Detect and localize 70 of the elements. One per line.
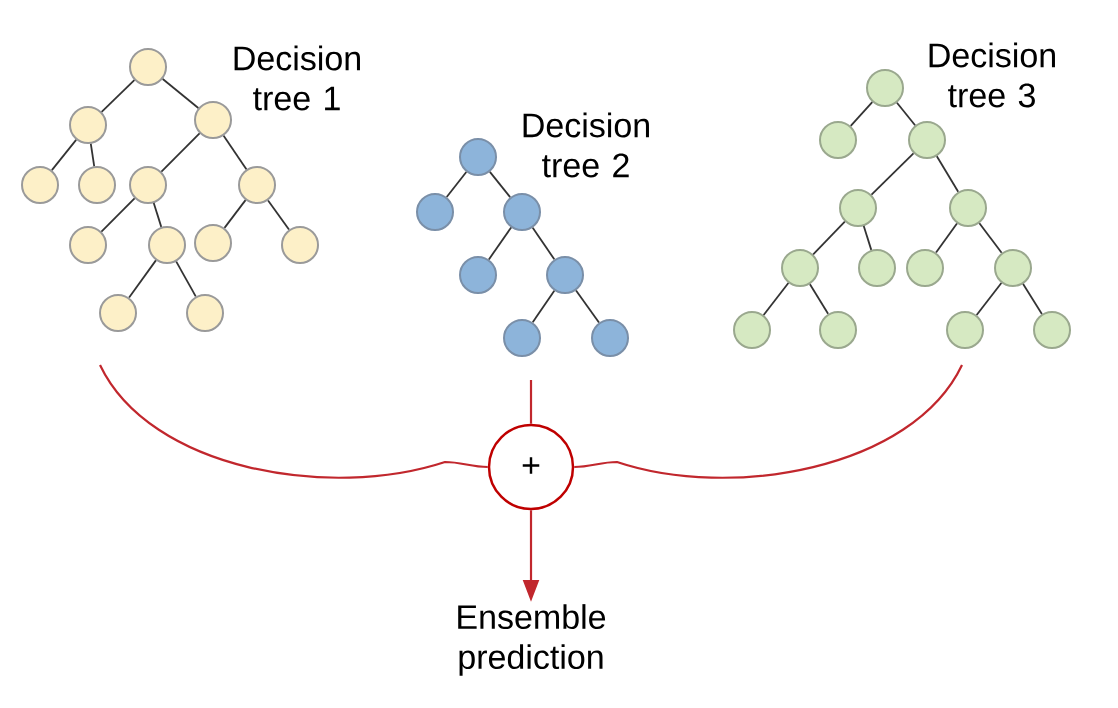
tree-node [994, 249, 1032, 287]
tree-title: Decision tree 1 [234, 45, 360, 111]
tree-node [99, 294, 137, 332]
tree-node [503, 193, 541, 231]
tree-node [908, 121, 946, 159]
tree-branch-line [445, 171, 468, 198]
tree-node [866, 69, 904, 107]
tree-branch-line [100, 197, 136, 233]
tree-node [781, 249, 819, 287]
tree-branch-line [489, 170, 512, 199]
tree-node [946, 311, 984, 349]
tree-branch-line [762, 282, 790, 316]
tree-branch-line [531, 226, 556, 261]
tree-node [503, 319, 541, 357]
tree-branch-line [128, 259, 157, 299]
tree-branch-line [862, 225, 873, 251]
tree-node [194, 101, 232, 139]
tree-node [546, 256, 584, 294]
tree-title: Decision tree 2 [523, 112, 649, 178]
tree-branch-line [812, 220, 846, 256]
tree-node [186, 294, 224, 332]
tree-node [194, 224, 232, 262]
tree-branch-line [152, 202, 163, 228]
tree-node [858, 249, 896, 287]
tree-node [148, 226, 186, 264]
tree-branch-line [175, 260, 197, 298]
tree-title: Decision tree 3 [929, 42, 1055, 108]
tree-node [459, 256, 497, 294]
tree-branch-line [160, 132, 201, 173]
tree-branch-line [89, 142, 96, 168]
tree-node [78, 166, 116, 204]
tree-node [839, 189, 877, 227]
tree-node [21, 166, 59, 204]
tree-node [281, 226, 319, 264]
tree-node [459, 138, 497, 176]
tree-branch-line [161, 78, 200, 109]
tree-node [238, 166, 276, 204]
connector-curve [574, 364, 963, 479]
tree-branch-line [488, 226, 513, 261]
tree-node [69, 226, 107, 264]
tree-branch-line [896, 101, 916, 127]
tree-branch-line [849, 101, 874, 127]
output-label: Ensemble prediction [458, 604, 606, 676]
tree-branch-line [809, 283, 829, 315]
tree-branch-line [222, 134, 248, 171]
tree-node [591, 319, 629, 357]
tree-branch-line [575, 289, 600, 324]
tree-branch-line [935, 222, 958, 254]
tree-branch-line [100, 79, 136, 113]
tree-node [1033, 311, 1071, 349]
tree-node [129, 48, 167, 86]
tree-node [819, 311, 857, 349]
tree-branch-line [267, 199, 290, 231]
tree-branch-line [51, 138, 78, 172]
tree-node [819, 121, 857, 159]
tree-branch-line [223, 199, 247, 229]
tree-node [69, 106, 107, 144]
tree-branch-line [935, 155, 960, 193]
tree-node [129, 166, 167, 204]
tree-node [733, 311, 771, 349]
tree-branch-line [978, 222, 1003, 254]
connector-curve [99, 364, 488, 479]
tree-branch-line [975, 282, 1003, 316]
tree-node [416, 193, 454, 231]
tree-node [906, 249, 944, 287]
connector-curve [529, 380, 533, 424]
tree-branch-line [870, 152, 915, 196]
tree-branch-line [531, 289, 556, 324]
tree-branch-line [1022, 283, 1043, 315]
tree-node [949, 189, 987, 227]
